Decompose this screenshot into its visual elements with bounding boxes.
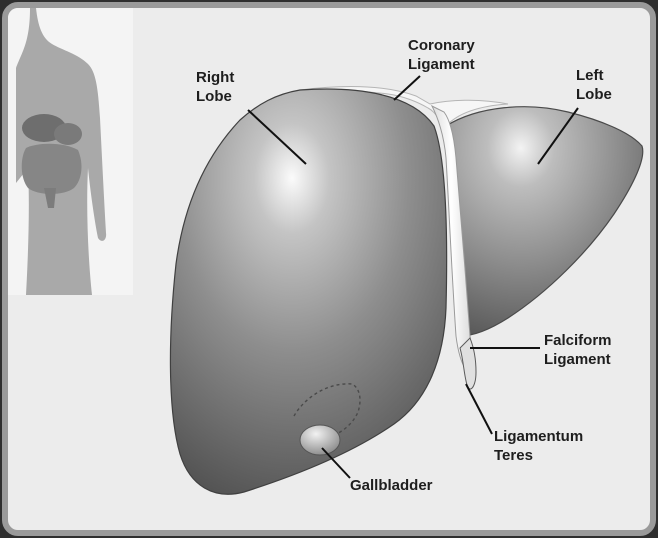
label-ligamentum-teres-line1: Ligamentum: [494, 427, 583, 446]
diagram-stage: Right Lobe Coronary Ligament Left Lobe F…: [8, 8, 650, 530]
label-right-lobe-line2: Lobe: [196, 87, 234, 106]
label-coronary-ligament: Coronary Ligament: [408, 36, 475, 74]
label-falciform-ligament: Falciform Ligament: [544, 331, 612, 369]
label-coronary-ligament-line2: Ligament: [408, 55, 475, 74]
label-left-lobe-line1: Left: [576, 66, 612, 85]
label-falciform-ligament-line1: Falciform: [544, 331, 612, 350]
body-inset: [8, 8, 133, 295]
label-left-lobe: Left Lobe: [576, 66, 612, 104]
label-right-lobe-line1: Right: [196, 68, 234, 87]
inset-stomach: [54, 123, 82, 145]
label-ligamentum-teres-line2: Teres: [494, 446, 583, 465]
label-right-lobe: Right Lobe: [196, 68, 234, 106]
left-lobe-shape: [446, 107, 643, 336]
label-falciform-ligament-line2: Ligament: [544, 350, 612, 369]
pointer-ligamentum-teres: [466, 384, 492, 434]
inset-intestines: [22, 144, 82, 194]
label-left-lobe-line2: Lobe: [576, 85, 612, 104]
label-coronary-ligament-line1: Coronary: [408, 36, 475, 55]
label-ligamentum-teres: Ligamentum Teres: [494, 427, 583, 465]
label-gallbladder: Gallbladder: [350, 476, 433, 495]
gallbladder-shape: [300, 425, 340, 455]
